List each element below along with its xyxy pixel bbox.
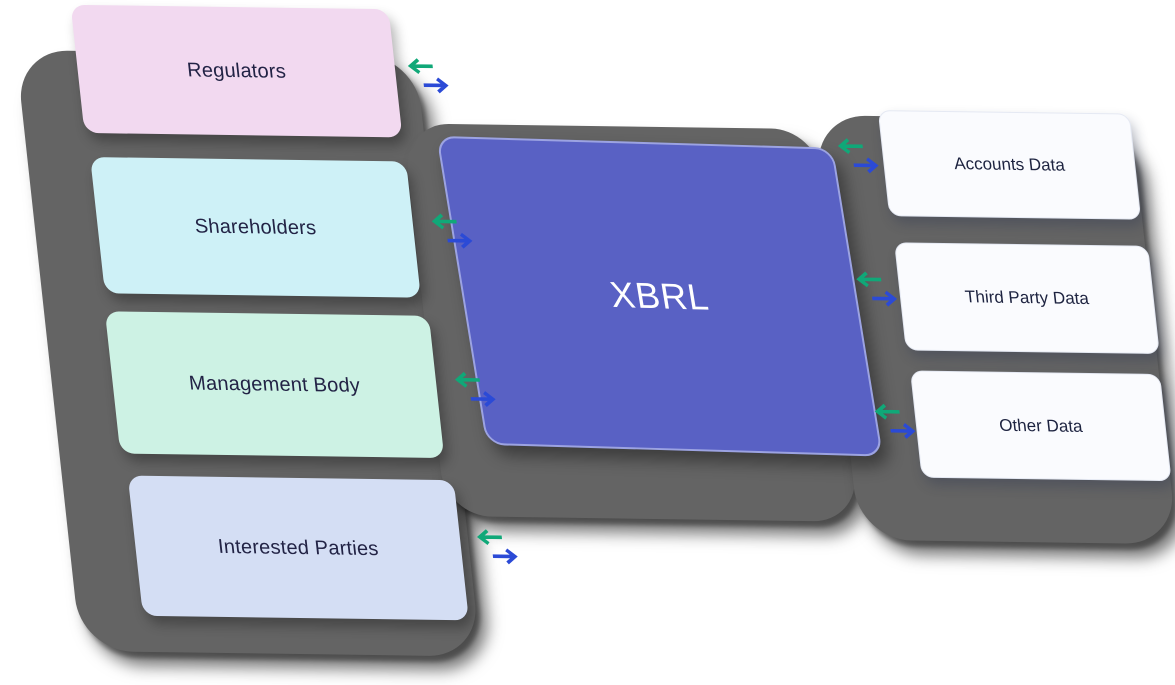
arrows-xbrl-other-data [873,403,921,442]
node-shareholders-label: Shareholders [193,214,318,239]
node-interested-parties: Interested Parties [127,475,469,621]
arrow-right-icon [447,232,473,249]
arrow-right-icon [492,548,518,565]
node-regulators: Regulators [70,4,403,138]
arrow-right-icon [853,157,879,174]
arrow-left-icon [856,271,882,288]
node-other-data: Other Data [910,370,1172,482]
arrows-management-body-xbrl [453,371,501,410]
arrows-interested-parties-xbrl [475,528,523,567]
arrow-right-icon [890,423,916,439]
arrows-xbrl-third-party-data [854,271,902,310]
arrow-left-icon [431,213,457,230]
arrow-left-icon [407,58,433,75]
arrow-left-icon [476,529,503,546]
node-management-body: Management Body [104,311,445,459]
arrows-regulators-xbrl [406,57,454,96]
node-accounts-data: Accounts Data [877,110,1142,220]
node-regulators-label: Regulators [185,58,288,83]
node-shareholders: Shareholders [90,157,421,298]
node-interested-parties-label: Interested Parties [216,535,380,560]
arrows-xbrl-accounts-data [836,137,884,176]
arrow-right-icon [872,290,898,307]
arrow-left-icon [874,403,900,420]
node-accounts-data-label: Accounts Data [953,154,1066,175]
arrow-left-icon [837,138,863,155]
node-xbrl: XBRL [436,135,884,457]
arrows-shareholders-xbrl [430,213,478,252]
node-third-party-data-label: Third Party Data [963,287,1090,309]
node-management-body-label: Management Body [187,371,362,397]
node-other-data-label: Other Data [998,415,1084,436]
node-third-party-data: Third Party Data [894,242,1160,354]
node-xbrl-label: XBRL [607,273,713,318]
arrow-right-icon [423,77,449,94]
arrow-left-icon [454,371,480,388]
arrow-right-icon [470,391,496,408]
